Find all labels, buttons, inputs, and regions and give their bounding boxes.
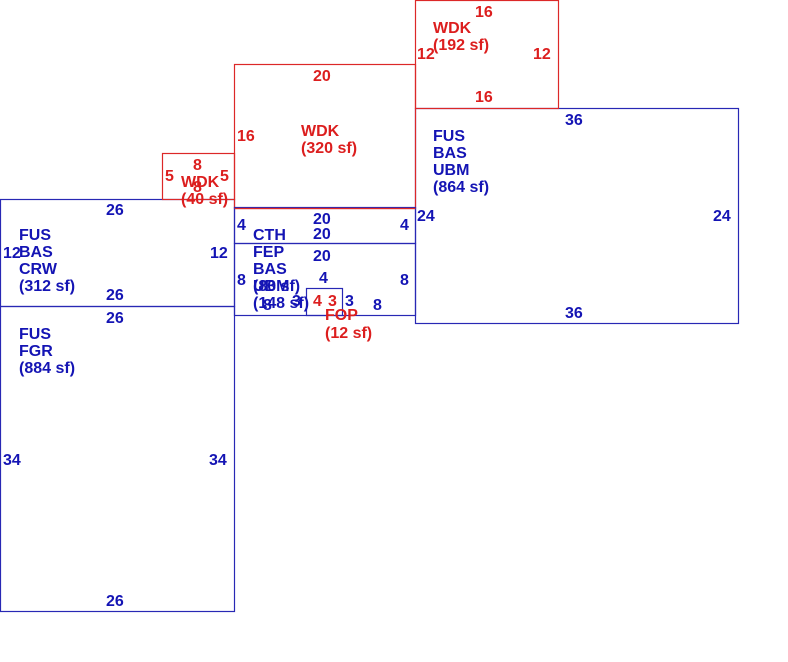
dim-wdk192-right: 12 [533, 46, 551, 63]
area-outline-fop [305, 287, 344, 317]
dim-fep-top: 20 [313, 248, 331, 265]
dim-fep-bottom-b: 3 [292, 293, 301, 310]
dim-wdk40-right: 5 [220, 168, 229, 185]
dim-fgr-right: 34 [209, 452, 227, 469]
area-outline-fgr [0, 305, 236, 613]
dim-ubm-top: 36 [565, 112, 583, 129]
dim-cth-left: 4 [237, 217, 246, 234]
dim-fep-notch: 4 [319, 270, 328, 287]
dim-crw-top: 26 [106, 202, 124, 219]
dim-cth-right: 4 [400, 217, 409, 234]
area-label-fop: FOP (12 sf) [325, 307, 372, 342]
area-outline-wdk-192 [414, 0, 560, 110]
dim-fgr-top: 26 [106, 310, 124, 327]
area-label-ubm: FUS BAS UBM (864 sf) [433, 128, 489, 196]
dim-wdk192-top: 16 [475, 4, 493, 21]
area-label-fgr: FUS FGR (884 sf) [19, 326, 75, 377]
dim-ubm-bottom: 36 [565, 305, 583, 322]
dim-fgr-bottom: 26 [106, 593, 124, 610]
dim-crw-bottom: 26 [106, 287, 124, 304]
dim-fep-right: 8 [400, 272, 409, 289]
dim-wdk320-left: 16 [237, 128, 255, 145]
dim-fep-left: 8 [237, 272, 246, 289]
dim-cth-top: 20 [313, 211, 331, 228]
dim-fep-bottom-a: 8 [263, 297, 272, 314]
dim-fop-b: 3 [328, 293, 337, 310]
dim-crw-right: 12 [210, 245, 228, 262]
dim-wdk40-top: 8 [193, 157, 202, 174]
dim-fop-a: 4 [313, 293, 322, 310]
dim-wdk192-bottom: 16 [475, 89, 493, 106]
dim-fep-bottom-d: 8 [373, 297, 382, 314]
area-label-wdk-40: WDK (40 sf) [181, 174, 228, 208]
area-label-fep: FEP BAS UBM (148 sf) [253, 244, 309, 312]
area-label-wdk-320: WDK (320 sf) [301, 123, 357, 157]
dim-ubm-left: 24 [417, 208, 435, 225]
dim-wdk320-top: 20 [313, 68, 331, 85]
area-outline-wdk-40 [161, 152, 236, 201]
area-label-wdk-192: WDK (192 sf) [433, 20, 489, 54]
area-label-crw: FUS BAS CRW (312 sf) [19, 227, 75, 295]
dim-fgr-left: 34 [3, 452, 21, 469]
dim-ubm-right: 24 [713, 208, 731, 225]
dim-wdk192-left: 12 [417, 46, 435, 63]
dim-wdk40-inner: 8 [193, 179, 202, 196]
dim-cth-bottom: 20 [313, 226, 331, 243]
dim-fep-bottom-c: 3 [345, 293, 354, 310]
dim-wdk40-left: 5 [165, 168, 174, 185]
area-label-cth: CTH (80 sf) [253, 227, 300, 295]
dim-crw-left: 12 [3, 245, 21, 262]
